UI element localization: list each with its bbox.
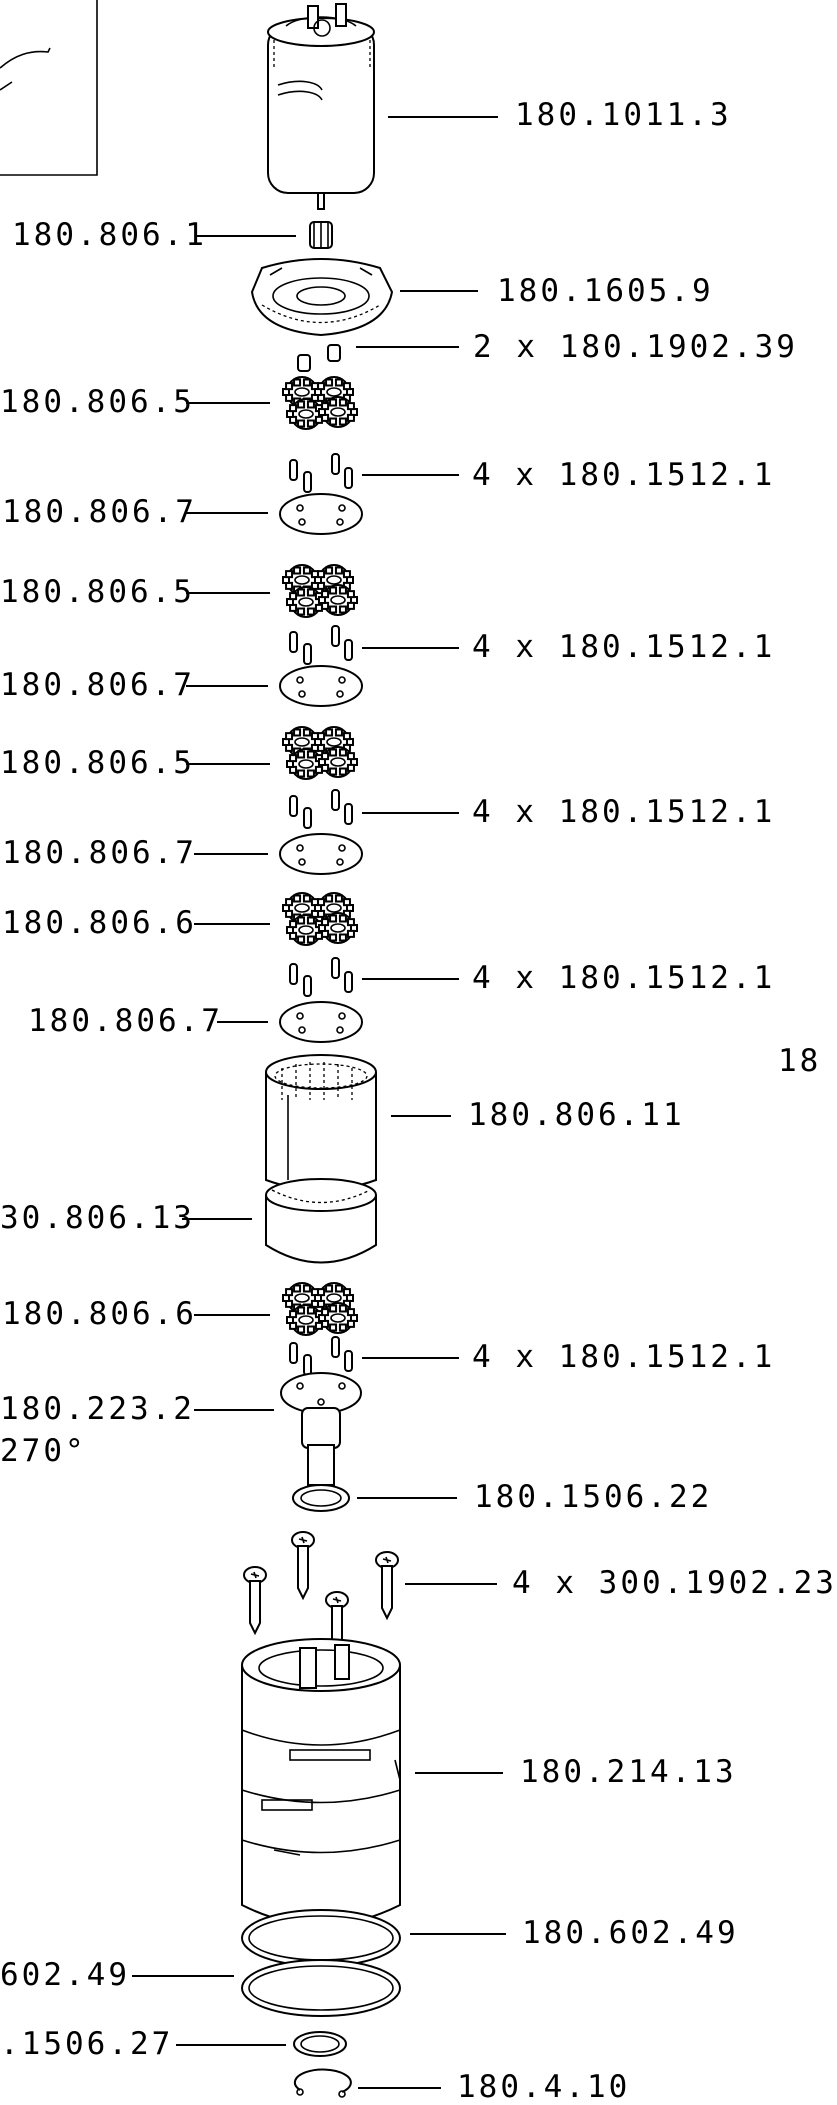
label-pinion: 180.806.1 (12, 217, 207, 253)
gear-set-180-806-5 (282, 564, 358, 618)
leader-line-motor (388, 116, 498, 118)
leader-line-ring-gear (391, 1115, 451, 1117)
label-motor-plate: 180.1605.9 (497, 273, 714, 309)
ring-gear-180-806-11 (265, 1054, 377, 1191)
leader-line-ring-1506-27 (176, 2044, 286, 2046)
leader-line-output-shaft (194, 1409, 274, 1411)
o-ring-180-602-49 (241, 1909, 401, 1967)
label-carrier-1: 180.806.7 (2, 494, 197, 530)
label-carrier-2: 180.806.7 (0, 667, 195, 703)
leader-line-carrier-2 (186, 685, 268, 687)
label-circlip: 180.4.10 (457, 2069, 631, 2105)
leader-line-housing (415, 1772, 503, 1774)
gear-set-180-806-6 (282, 892, 358, 946)
leader-line-motor-plate (400, 290, 478, 292)
label-pins-4: 4 x 180.1512.1 (472, 960, 776, 996)
leader-line-ring-1506-22 (357, 1497, 457, 1499)
pins-180-1512-1 (289, 1336, 353, 1376)
label-pins-1: 4 x 180.1512.1 (472, 457, 776, 493)
carrier-180-806-7 (279, 493, 363, 535)
leader-line-housing-screws (405, 1583, 497, 1585)
leader-line-pins-5 (362, 1357, 459, 1359)
gear-set-180-806-6 (282, 1282, 358, 1336)
leader-line-gears-1 (186, 402, 270, 404)
label-housing: 180.214.13 (520, 1754, 737, 1790)
leader-line-gears-3 (186, 763, 270, 765)
label-oring-left: 602.49 (0, 1957, 130, 1993)
label-pins-3: 4 x 180.1512.1 (472, 794, 776, 830)
leader-line-pins-2 (362, 647, 459, 649)
output-shaft-180-223-2 (280, 1372, 362, 1486)
motor-180-1011-3 (267, 3, 375, 210)
ring-gear-lower-30-806-13 (265, 1178, 377, 1264)
label-pins-2: 4 x 180.1512.1 (472, 629, 776, 665)
label-output-shaft: 180.223.2 (0, 1391, 195, 1427)
label-cropped-right: 18 (778, 1043, 822, 1079)
leader-line-oring-left (132, 1975, 234, 1977)
pins-180-1512-1 (289, 957, 353, 997)
plate-screws-180-1902-39 (297, 344, 341, 372)
leader-line-pins-4 (362, 978, 459, 980)
gear-set-180-806-5 (282, 376, 358, 430)
leader-line-gears-2 (186, 592, 270, 594)
label-gears-2: 180.806.5 (0, 574, 195, 610)
leader-line-plate-screws (356, 346, 459, 348)
label-gears-4: 180.806.6 (2, 905, 197, 941)
pinion-180-806-1 (309, 221, 333, 249)
label-motor: 180.1011.3 (515, 97, 732, 133)
label-output-angle: 270° (0, 1433, 87, 1469)
label-ring-gear-lower: 30.806.13 (0, 1200, 195, 1236)
label-plate-screws: 2 x 180.1902.39 (473, 329, 798, 365)
carrier-180-806-7 (279, 1001, 363, 1043)
leader-line-pins-1 (362, 474, 459, 476)
leader-line-carrier-4 (217, 1021, 268, 1023)
leader-line-ring-gear-lower (182, 1218, 252, 1220)
leader-line-gears-4 (194, 923, 270, 925)
leader-line-gears-5 (194, 1314, 270, 1316)
leader-line-carrier-3 (194, 853, 268, 855)
pins-180-1512-1 (289, 453, 353, 493)
pins-180-1512-1 (289, 625, 353, 665)
label-gears-3: 180.806.5 (0, 745, 195, 781)
label-oring-right: 180.602.49 (522, 1915, 739, 1951)
circlip-180-4-10 (293, 2068, 352, 2098)
label-gears-5: 180.806.6 (2, 1296, 197, 1332)
label-ring-gear: 180.806.11 (468, 1097, 685, 1133)
label-gears-1: 180.806.5 (0, 384, 195, 420)
leader-line-circlip (358, 2087, 441, 2089)
ring-180-1506-22 (292, 1484, 350, 1512)
label-pins-5: 4 x 180.1512.1 (472, 1339, 776, 1375)
label-ring-1506-22: 180.1506.22 (474, 1479, 713, 1515)
pins-180-1512-1 (289, 789, 353, 829)
o-ring-602-49 (241, 1959, 401, 2017)
parts-drawing (0, 0, 401, 2098)
leader-line-carrier-1 (186, 512, 268, 514)
label-carrier-4: 180.806.7 (28, 1003, 223, 1039)
motor-plate-180-1605-9 (250, 258, 394, 337)
label-housing-screws: 4 x 300.1902.23 (512, 1565, 837, 1601)
carrier-180-806-7 (279, 833, 363, 875)
carrier-180-806-7 (279, 665, 363, 707)
label-ring-1506-27: .1506.27 (0, 2026, 174, 2062)
detail-inset-frame (0, 0, 98, 176)
housing-screws-300-1902-23 (243, 1531, 399, 1661)
housing-180-214-13 (241, 1638, 401, 1926)
leader-line-oring-right (410, 1933, 506, 1935)
leader-line-pinion (196, 235, 296, 237)
leader-line-pins-3 (362, 812, 459, 814)
gear-set-180-806-5 (282, 726, 358, 780)
label-carrier-3: 180.806.7 (2, 835, 197, 871)
ring-180-1506-27 (293, 2031, 347, 2057)
